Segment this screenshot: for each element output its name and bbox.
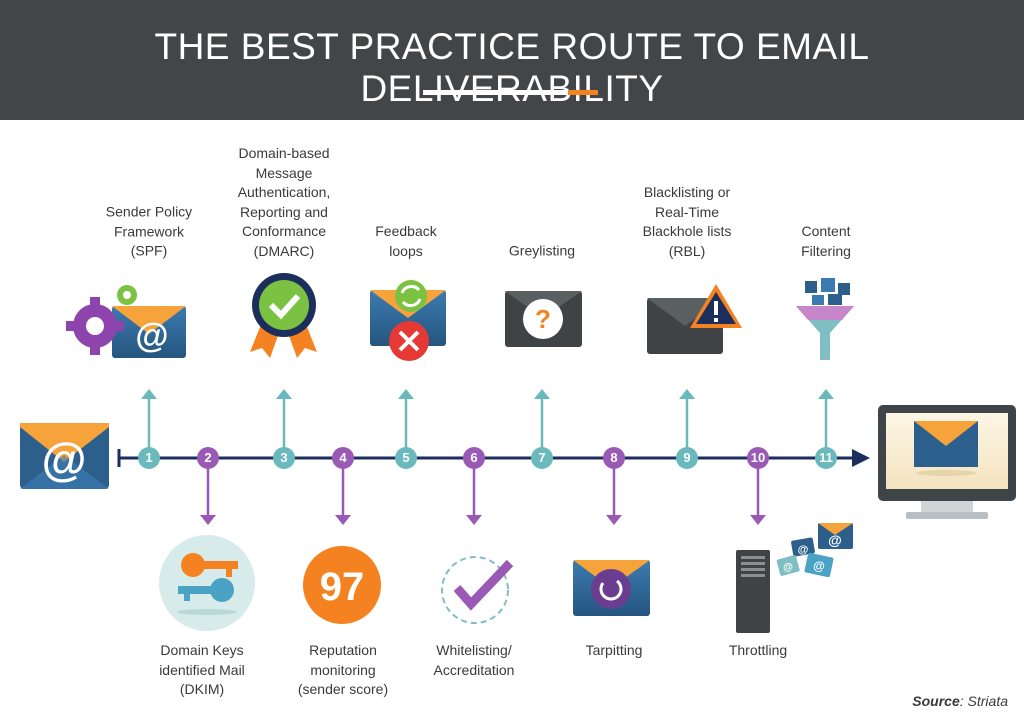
svg-text:@: @	[783, 562, 793, 573]
step-10-label: Throttling	[728, 642, 788, 658]
step-7-number: 7	[531, 447, 553, 469]
step-11-arrowhead	[818, 389, 834, 399]
step-7-label: Greylisting	[508, 242, 576, 259]
svg-text:@: @	[828, 532, 842, 548]
step-11-label: Content Filtering	[801, 223, 851, 259]
step-9-number: 9	[676, 447, 698, 469]
step-9-arrowhead	[679, 389, 695, 399]
email-question-icon: ?	[505, 291, 582, 347]
step-8-number: 8	[603, 447, 625, 469]
email-warning-icon	[647, 284, 742, 354]
funnel-icon	[796, 278, 854, 360]
step-5-label: Feedback loops	[375, 223, 437, 259]
keys-icon	[159, 535, 255, 631]
page-title: THE BEST PRACTICE ROUTE TO EMAIL DELIVER…	[154, 26, 870, 109]
step-4-number: 4	[332, 447, 354, 469]
step-10-number: 10	[747, 447, 769, 469]
score-97-icon: 97	[303, 546, 381, 624]
step-4-arrowhead	[335, 515, 351, 525]
svg-text:@: @	[42, 433, 87, 485]
server-emails-icon: @ @ @ @	[736, 523, 853, 633]
step-5-arrowhead	[398, 389, 414, 399]
email-refresh-error-icon	[370, 280, 446, 361]
source-name: : Striata	[959, 693, 1008, 709]
email-clock-icon	[573, 560, 650, 616]
step-connectors	[141, 389, 834, 525]
monitor-icon	[878, 405, 1016, 519]
step-6-label: Whitelisting/ Accreditation	[433, 642, 515, 678]
step-3-number: 3	[273, 447, 295, 469]
gears-email-icon: @	[66, 285, 186, 358]
step-1-number: 1	[138, 447, 160, 469]
step-9-label: Blacklisting or Real-Time Blackhole list…	[642, 184, 732, 259]
checkmark-circle-icon	[441, 556, 514, 624]
step-8-arrowhead	[606, 515, 622, 525]
step-1-label: Sender Policy Framework (SPF)	[105, 203, 193, 259]
step-2-label: Domain Keys identified Mail (DKIM)	[159, 642, 245, 697]
start-email-icon: @	[20, 423, 109, 489]
step-8-label: Tarpitting	[585, 642, 643, 658]
svg-text:?: ?	[535, 304, 551, 334]
step-6-number: 6	[463, 447, 485, 469]
source-prefix: Source	[912, 693, 960, 709]
step-3-label: Domain-based Message Authentication, Rep…	[237, 145, 331, 259]
sender-score-value: 97	[320, 565, 365, 609]
step-6-arrowhead	[466, 515, 482, 525]
step-2-number: 2	[197, 447, 219, 469]
step-10-arrowhead	[750, 515, 766, 525]
source-credit: Source: Striata	[912, 693, 1008, 709]
header-bar: THE BEST PRACTICE ROUTE TO EMAIL DELIVER…	[0, 0, 1024, 120]
svg-text:@: @	[798, 544, 809, 556]
step-2-arrowhead	[200, 515, 216, 525]
step-11-number: 11	[815, 447, 837, 469]
title-underline	[423, 90, 598, 95]
step-4-label: Reputation monitoring (sender score)	[297, 642, 389, 697]
step-3-arrowhead	[276, 389, 292, 399]
badge-check-icon	[250, 273, 317, 358]
step-5-number: 5	[395, 447, 417, 469]
step-1-arrowhead	[141, 389, 157, 399]
step-7-arrowhead	[534, 389, 550, 399]
svg-text:@: @	[813, 559, 825, 573]
svg-text:@: @	[135, 317, 168, 355]
